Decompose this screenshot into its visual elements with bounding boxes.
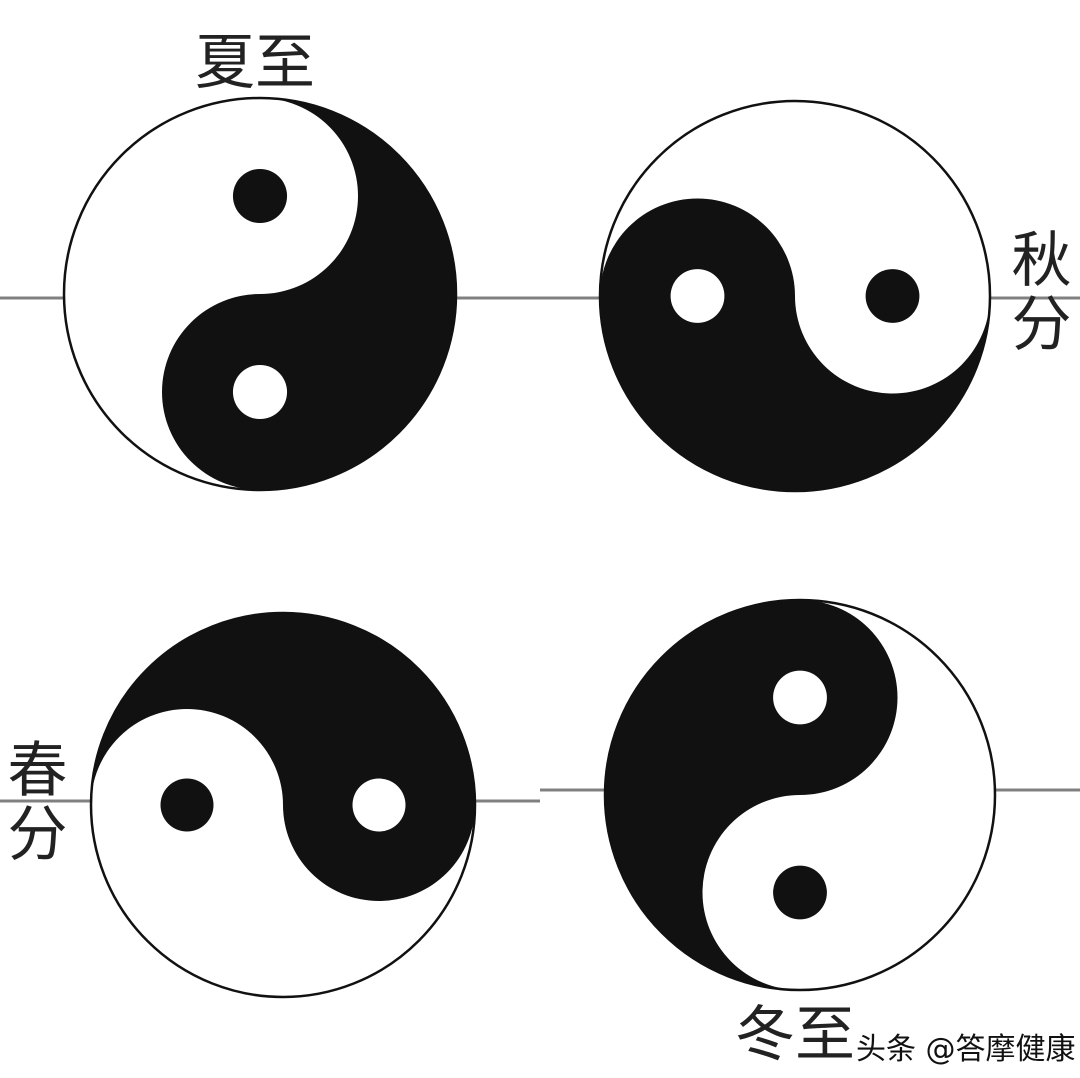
yin-dot — [160, 778, 214, 832]
yin-yang-spring-equinox — [89, 611, 477, 999]
yin-yang-winter-solstice — [603, 598, 997, 992]
yin-dot — [865, 269, 920, 323]
watermark: 头条 @答摩健康 — [856, 1032, 1076, 1067]
yin-yang-summer-solstice — [62, 96, 458, 492]
label-spring-equinox: 春分 — [0, 738, 67, 866]
yang-dot — [232, 364, 288, 420]
yang-dot — [773, 670, 827, 725]
label-summer-solstice: 夏至 — [195, 28, 315, 98]
label-winter-solstice: 冬至 — [735, 1000, 855, 1070]
yin-dot — [773, 865, 827, 920]
yang-dot — [670, 269, 725, 323]
yin-yang-autumn-equinox — [598, 99, 992, 493]
yin-dot — [232, 168, 288, 224]
yang-dot — [352, 778, 406, 832]
label-autumn-equinox: 秋分 — [1001, 228, 1071, 356]
